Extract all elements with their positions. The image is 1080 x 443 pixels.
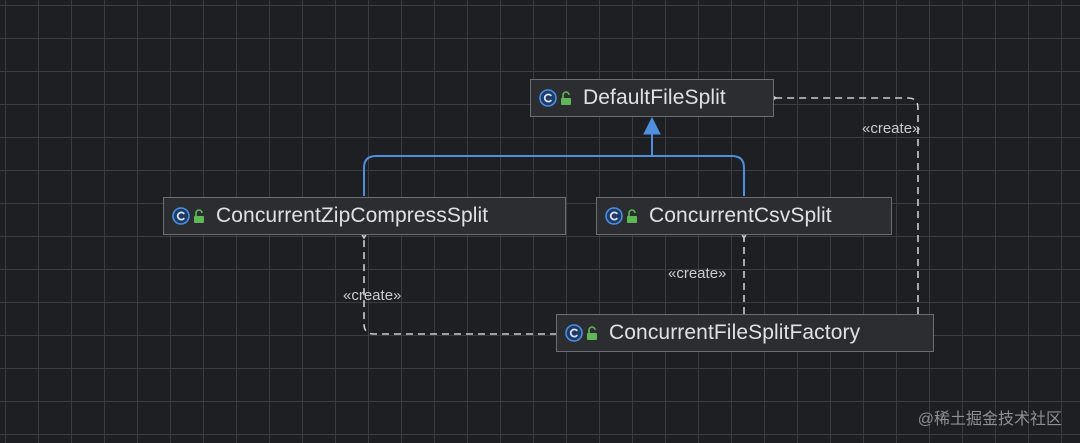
class-name: ConcurrentZipCompressSplit xyxy=(216,204,489,227)
lock-open-icon xyxy=(560,90,573,106)
class-node-concurrent-csv-split[interactable]: ConcurrentCsvSplit xyxy=(596,197,892,235)
class-node-default-file-split[interactable]: DefaultFileSplit xyxy=(530,79,774,117)
lock-open-icon xyxy=(626,208,639,224)
inheritance-line-csv xyxy=(652,155,745,196)
create-dependency-default xyxy=(776,98,919,314)
class-c-icon xyxy=(605,207,623,225)
create-label-zip: «create» xyxy=(343,287,402,304)
lock-open-icon xyxy=(193,208,206,224)
class-c-icon xyxy=(172,207,190,225)
create-dependency-zip xyxy=(364,238,557,335)
class-c-icon xyxy=(565,324,583,342)
watermark: @稀土掘金技术社区 xyxy=(917,411,1062,428)
class-name: ConcurrentFileSplitFactory xyxy=(609,321,861,344)
class-c-icon xyxy=(539,89,557,107)
create-label-default: «create» xyxy=(862,120,921,137)
generalization-arrowhead xyxy=(643,116,661,135)
inheritance-line-zip xyxy=(363,134,653,196)
class-node-concurrent-zip-compress-split[interactable]: ConcurrentZipCompressSplit xyxy=(163,197,566,235)
lock-open-icon xyxy=(586,325,599,341)
class-node-concurrent-file-split-factory[interactable]: ConcurrentFileSplitFactory xyxy=(556,314,934,352)
class-name: ConcurrentCsvSplit xyxy=(649,204,832,227)
class-name: DefaultFileSplit xyxy=(583,86,726,109)
create-label-csv: «create» xyxy=(668,265,727,282)
